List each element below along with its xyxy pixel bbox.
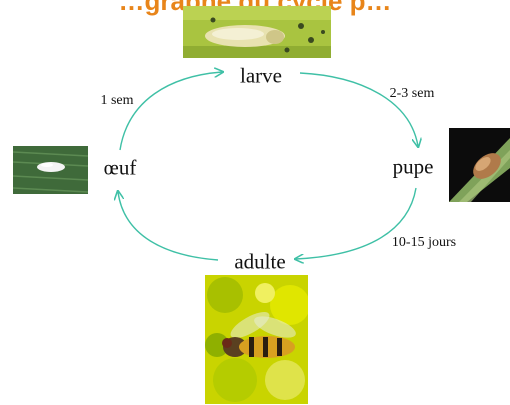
stage-label-larve: larve	[240, 63, 282, 88]
stage-label-pupe: pupe	[392, 154, 434, 179]
duration-pupe-to-adulte: 10-15 jours	[391, 235, 457, 250]
egg-photo	[13, 146, 88, 194]
arrow-oeuf-to-larve	[119, 72, 222, 151]
larva-photo	[183, 6, 331, 58]
pupa-photo	[449, 128, 510, 202]
arrow-adulte-to-oeuf	[118, 192, 219, 261]
stage-label-adulte: adulte	[234, 249, 286, 274]
stage-label-oeuf: œuf	[103, 155, 137, 180]
arrow-pupe-to-adulte	[296, 187, 417, 259]
duration-oeuf-to-larve: 1 sem	[100, 93, 134, 108]
arrow-larve-to-pupe	[299, 72, 418, 146]
hoverfly-adult-photo	[205, 275, 308, 404]
duration-larve-to-pupe: 2-3 sem	[389, 86, 435, 101]
